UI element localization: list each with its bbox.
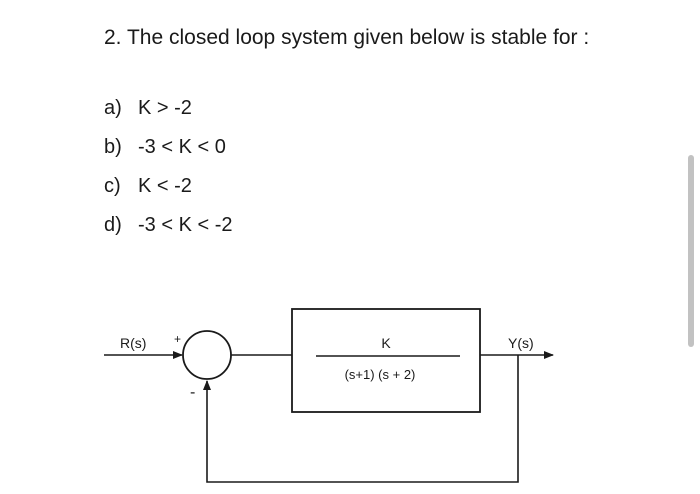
option-text: -3 < K < 0 xyxy=(138,136,226,158)
option-text: -3 < K < -2 xyxy=(138,214,233,236)
option-b[interactable]: b) -3 < K < 0 xyxy=(104,135,233,174)
question-text: 2. The closed loop system given below is… xyxy=(104,26,590,49)
output-label: Y(s) xyxy=(508,335,534,351)
minus-sign: - xyxy=(190,384,195,401)
transfer-function-block xyxy=(291,308,481,413)
option-d[interactable]: d) -3 < K < -2 xyxy=(104,213,233,252)
option-c[interactable]: c) K < -2 xyxy=(104,174,233,213)
input-label: R(s) xyxy=(120,335,146,351)
option-letter: c) xyxy=(104,175,121,197)
transfer-function-denominator: (s+1) (s + 2) xyxy=(345,367,416,382)
option-text: K > -2 xyxy=(138,97,192,119)
option-letter: d) xyxy=(104,214,122,236)
vertical-scrollbar[interactable] xyxy=(688,155,694,347)
plus-sign: + xyxy=(174,332,181,346)
option-a[interactable]: a) K > -2 xyxy=(104,96,233,135)
feedback-path xyxy=(203,355,519,483)
option-letter: b) xyxy=(104,136,122,158)
transfer-function-numerator: K xyxy=(381,335,391,351)
summing-junction xyxy=(182,330,232,380)
answer-options: a) K > -2 b) -3 < K < 0 c) K < -2 d) -3 < K … xyxy=(104,96,233,252)
option-text: K < -2 xyxy=(138,175,192,197)
option-letter: a) xyxy=(104,97,122,119)
